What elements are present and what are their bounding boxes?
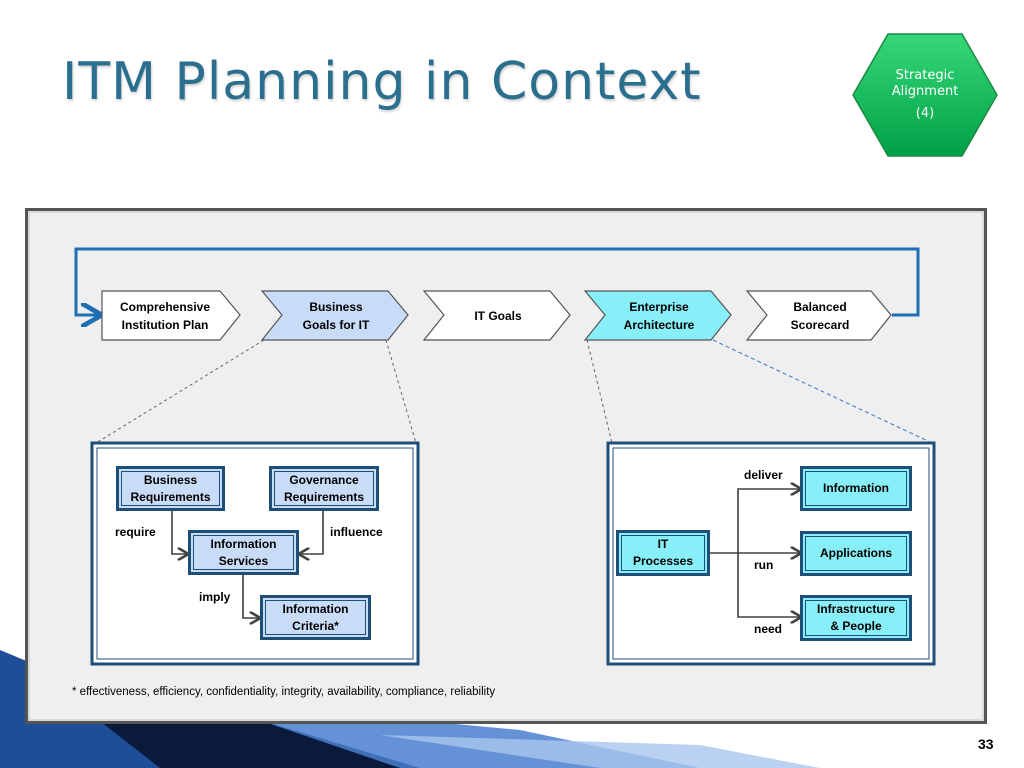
edge-label-run: run <box>754 558 774 572</box>
zoom-line <box>586 339 613 444</box>
badge-line-2: Alignment <box>891 84 959 99</box>
page-title: ITM Planning in Context <box>62 52 702 112</box>
zoom-line <box>385 339 417 444</box>
chevron-it-goals <box>422 290 571 341</box>
zoom-line <box>712 339 933 444</box>
need-arrow <box>737 553 800 617</box>
node-applications: Applications <box>800 531 912 576</box>
edge-label-imply: imply <box>199 590 231 604</box>
zoom-line <box>95 339 265 444</box>
chevron-enterprise-architecture <box>583 290 732 341</box>
edge-label-require: require <box>115 525 156 539</box>
edge-label-need: need <box>754 622 783 636</box>
edge-label-influence: influence <box>330 525 383 539</box>
node-information: Information <box>800 466 912 511</box>
chevron-label-it-goals: IT Goals <box>474 308 522 323</box>
strategic-alignment-badge <box>852 33 998 157</box>
footnote: * effectiveness, efficiency, confidentia… <box>72 686 496 698</box>
chevron-balanced-scorecard <box>745 290 892 341</box>
node-infrastructure-people: Infrastructure& People <box>800 595 912 641</box>
edge-label-deliver: deliver <box>744 468 783 482</box>
badge-line-3: (4) <box>915 106 935 121</box>
imply-arrow <box>242 575 259 618</box>
require-arrow <box>171 511 187 554</box>
page-number: 33 <box>978 736 994 752</box>
deliver-arrow <box>737 489 800 553</box>
badge-line-1: Strategic <box>895 68 955 83</box>
feedback-loop-arrow <box>74 247 920 315</box>
influence-arrow <box>300 511 324 554</box>
chevron-business-goals <box>260 290 409 341</box>
chevron-comprehensive-plan <box>101 290 241 341</box>
